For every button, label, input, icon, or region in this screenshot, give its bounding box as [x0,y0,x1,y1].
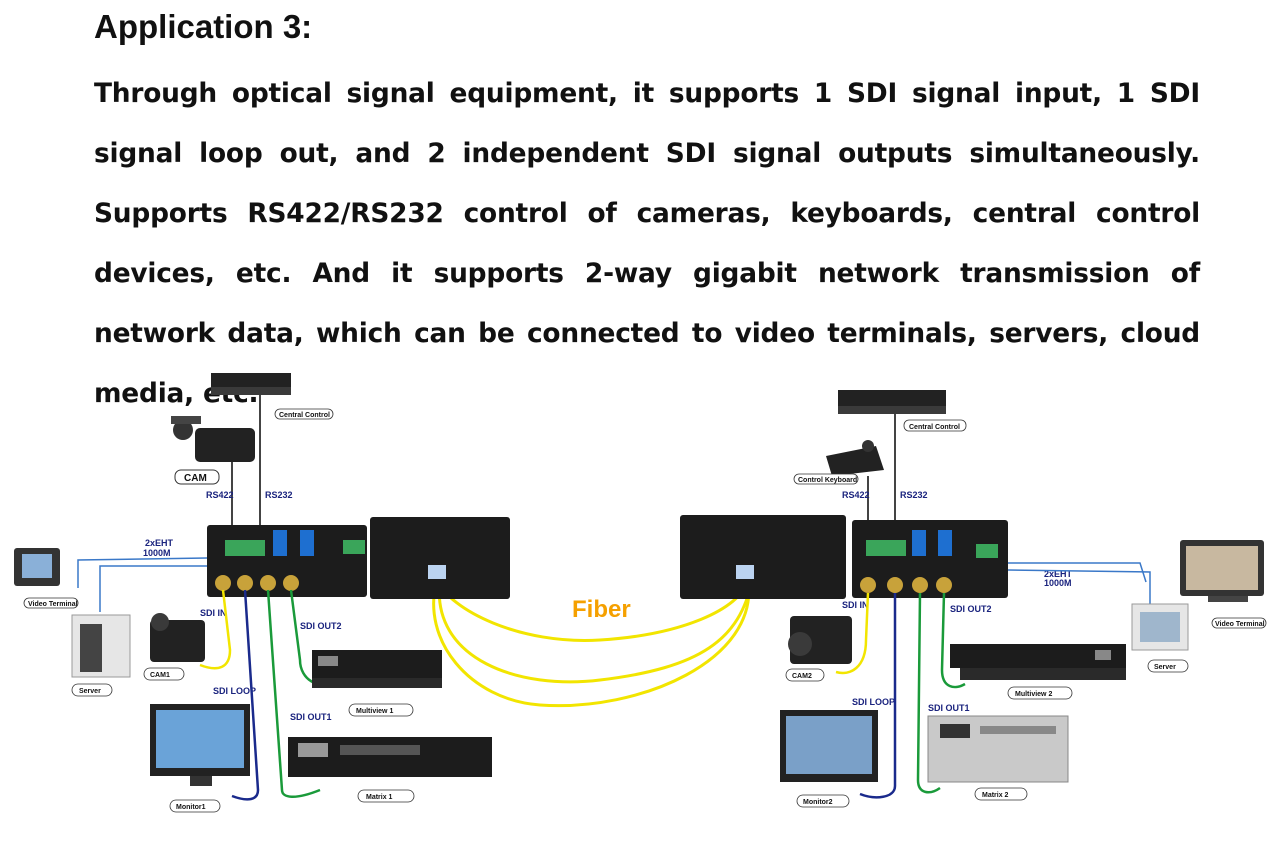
label-cam2: CAM2 [792,673,812,680]
label-server-right: Server [1154,664,1176,671]
label-control-keyboard: Control Keyboard [798,477,857,484]
label-eht-left: 2xEHT [145,538,174,548]
label-rs232-left: RS232 [265,490,293,500]
matrix1-icon [288,737,492,777]
camera-cam2-icon [788,616,852,664]
label-server-left: Server [79,688,101,695]
central-control-device-left [211,373,291,530]
label-sdi-loop-left: SDI LOOP [213,686,256,696]
label-matrix1: Matrix 1 [366,794,393,801]
monitor1-icon [150,704,250,786]
label-matrix2: Matrix 2 [982,792,1009,799]
label-video-terminal-left: Video Terminal [28,601,78,608]
optical-receiver-right [680,515,1008,599]
label-eht-speed-right: 1000M [1044,578,1072,588]
page-title: Application 3: [94,8,313,45]
camera-cam1-icon [150,613,205,662]
label-sdi-out2-left: SDI OUT2 [300,621,342,631]
label-sdi-in-left: SDI IN [200,608,227,618]
label-central-control-right: Central Control [909,424,960,431]
label-sdi-loop-right: SDI LOOP [852,697,895,707]
label-rs422-left: RS422 [206,490,234,500]
label-sdi-in-right: SDI IN [842,600,869,610]
server-icon-right [1131,603,1189,651]
label-cam-left: CAM [184,473,207,484]
multiview1-icon [312,650,442,688]
label-sdi-out1-left: SDI OUT1 [290,712,332,722]
description-paragraph: Through optical signal equipment, it sup… [94,78,1200,409]
control-keyboard-icon [826,440,884,476]
label-video-terminal-right: Video Terminal [1215,621,1265,628]
label-eht-right: 2xEHT [1044,569,1073,579]
label-rs232-right: RS232 [900,490,928,500]
label-multiview2: Multiview 2 [1015,691,1052,698]
optical-transmitter-left [207,517,510,599]
label-monitor2: Monitor2 [803,799,833,806]
camera-icon-left [171,416,255,462]
multiview2-icon [950,644,1126,680]
fiber-label: Fiber [572,596,631,623]
central-control-device-right [838,390,946,530]
label-multiview1: Multiview 1 [356,708,393,715]
label-sdi-out2-right: SDI OUT2 [950,604,992,614]
label-cam1: CAM1 [150,672,170,679]
monitor2-icon [780,710,878,782]
fiber-cable [432,579,754,708]
matrix2-icon [927,715,1069,783]
server-icon-left [71,614,131,678]
label-rs422-right: RS422 [842,490,870,500]
label-central-control-left: Central Control [279,412,330,419]
label-sdi-out1-right: SDI OUT1 [928,703,970,713]
label-eht-speed-left: 1000M [143,548,171,558]
video-terminal-icon-left [14,548,60,586]
label-monitor1: Monitor1 [176,804,206,811]
video-terminal-icon-right [1180,540,1264,602]
